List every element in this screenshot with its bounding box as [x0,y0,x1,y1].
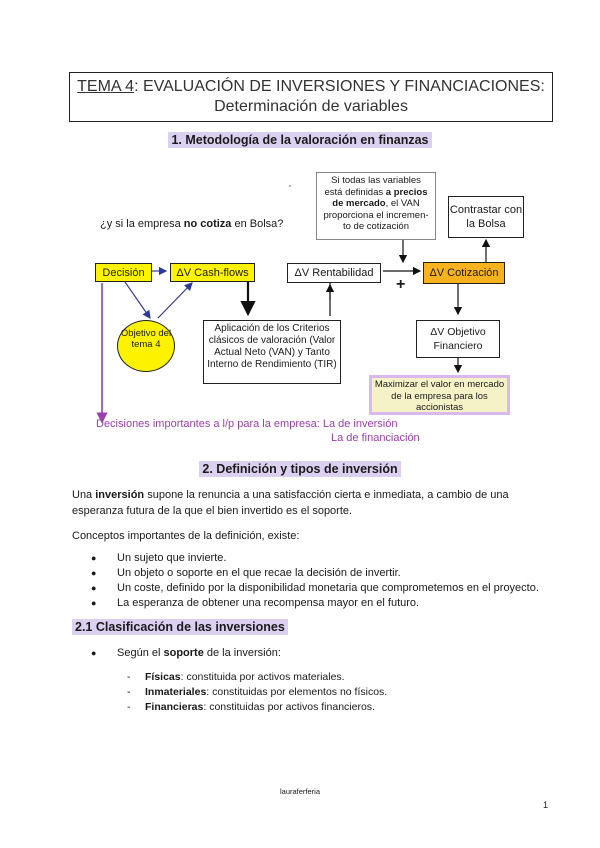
question-bold: no cotiza [183,218,232,230]
objetivo-tema-ellipse: Objetivo del tema 4 [117,320,175,372]
concepts-list: Un sujeto que invierte. Un objeto o sopo… [87,551,557,611]
note-post: , el VAN proporciona el incremen-to de c… [323,198,429,232]
para1-pre: Una [72,489,96,501]
page-number: 1 [543,800,549,810]
note-bold: a precios de mercado [332,186,428,210]
cashflows-box: ΔV Cash-flows [170,263,255,282]
concepts-intro: Conceptos importantes de la definición, … [72,530,300,542]
question-post: en Bolsa? [231,218,284,230]
item-term: Inmateriales [145,686,207,698]
support-types-list: Físicas: constituida por activos materia… [127,670,527,715]
decisiones-line1: Decisiones importantes a l/p para la emp… [96,418,398,430]
stray-dot [289,185,291,187]
definition-paragraph: Una inversión supone la renuncia a una s… [72,487,537,519]
section1-heading: 1. Metodología de la valoración en finan… [168,132,432,148]
cotizacion-box: ΔV Cotización [423,262,505,284]
footer-author: lauraferferia [279,787,321,796]
section21-heading-wrap: 2.1 Clasificación de las inversiones [72,619,288,635]
note-pre: Si todas las variables está definidas [324,175,421,198]
list-item: Un sujeto que invierte. [87,551,557,566]
market-prices-note: Si todas las variables está definidas a … [316,172,436,240]
section2-heading-wrap: 2. Definición y tipos de inversión [0,461,600,477]
list-item: Un objeto o soporte en el que recae la d… [87,566,557,581]
title-rest: : EVALUACIÓN DE INVERSIONES Y FINANCIACI… [134,78,545,95]
list-item: La esperanza de obtener una recompensa m… [87,596,557,611]
section1-heading-wrap: 1. Metodología de la valoración en finan… [0,132,600,148]
list-item: Financieras: constituidas por activos fi… [127,700,527,715]
classification-list: Según el soporte de la inversión: [87,646,487,661]
section21-heading: 2.1 Clasificación de las inversiones [72,619,288,635]
item-desc: : constituidas por activos financieros. [203,701,375,713]
title-tema: TEMA 4 [77,78,135,95]
decisiones-line2: La de financiación [331,432,420,444]
list-item: Un coste, definido por la disponibilidad… [87,581,557,596]
bullet-pre: Según el [117,647,164,659]
section2-heading: 2. Definición y tipos de inversión [199,461,401,477]
rentabilidad-box: ΔV Rentabilidad [287,263,381,283]
maximizar-box: Maximizar el valor en mercado de la empr… [369,375,510,415]
list-item: Físicas: constituida por activos materia… [127,670,527,685]
page-title-box: TEMA 4: EVALUACIÓN DE INVERSIONES Y FINA… [69,72,553,122]
page-title: TEMA 4: EVALUACIÓN DE INVERSIONES Y FINA… [70,77,552,97]
item-term: Financieras [145,701,204,713]
arrow-decision-objetivo [124,281,151,319]
para1-post: supone la renuncia a una satisfacción ci… [72,489,509,517]
question-pre: ¿y si la empresa [100,218,184,230]
diagram-question: ¿y si la empresa no cotiza en Bolsa? [100,218,283,230]
bullet-post: de la inversión: [203,647,281,659]
objetivo-financiero-box: ΔV Objetivo Financiero [416,320,500,358]
item-desc: : constituidas por elementos no físicos. [206,686,388,698]
decision-box: Decisión [95,263,152,282]
item-term: Físicas [145,671,181,683]
page-subtitle: Determinación de variables [214,98,408,115]
list-item: Inmateriales: constituidas por elementos… [127,685,527,700]
para1-bold: inversión [95,489,145,501]
criterios-box: Aplicación de los Criterios clásicos de … [203,320,341,384]
objetivo-tema-label: Objetivo del tema 4 [120,328,172,350]
arrow-objetivo-cashflows [157,282,193,319]
list-item: Según el soporte de la inversión: [87,646,487,661]
bullet-bold: soporte [163,647,204,659]
contrastar-bolsa-box: Contrastar con la Bolsa [448,196,524,238]
diagram-connectors [96,185,491,424]
item-desc: : constituida por activos materiales. [180,671,345,683]
plus-sign: + [396,276,406,293]
